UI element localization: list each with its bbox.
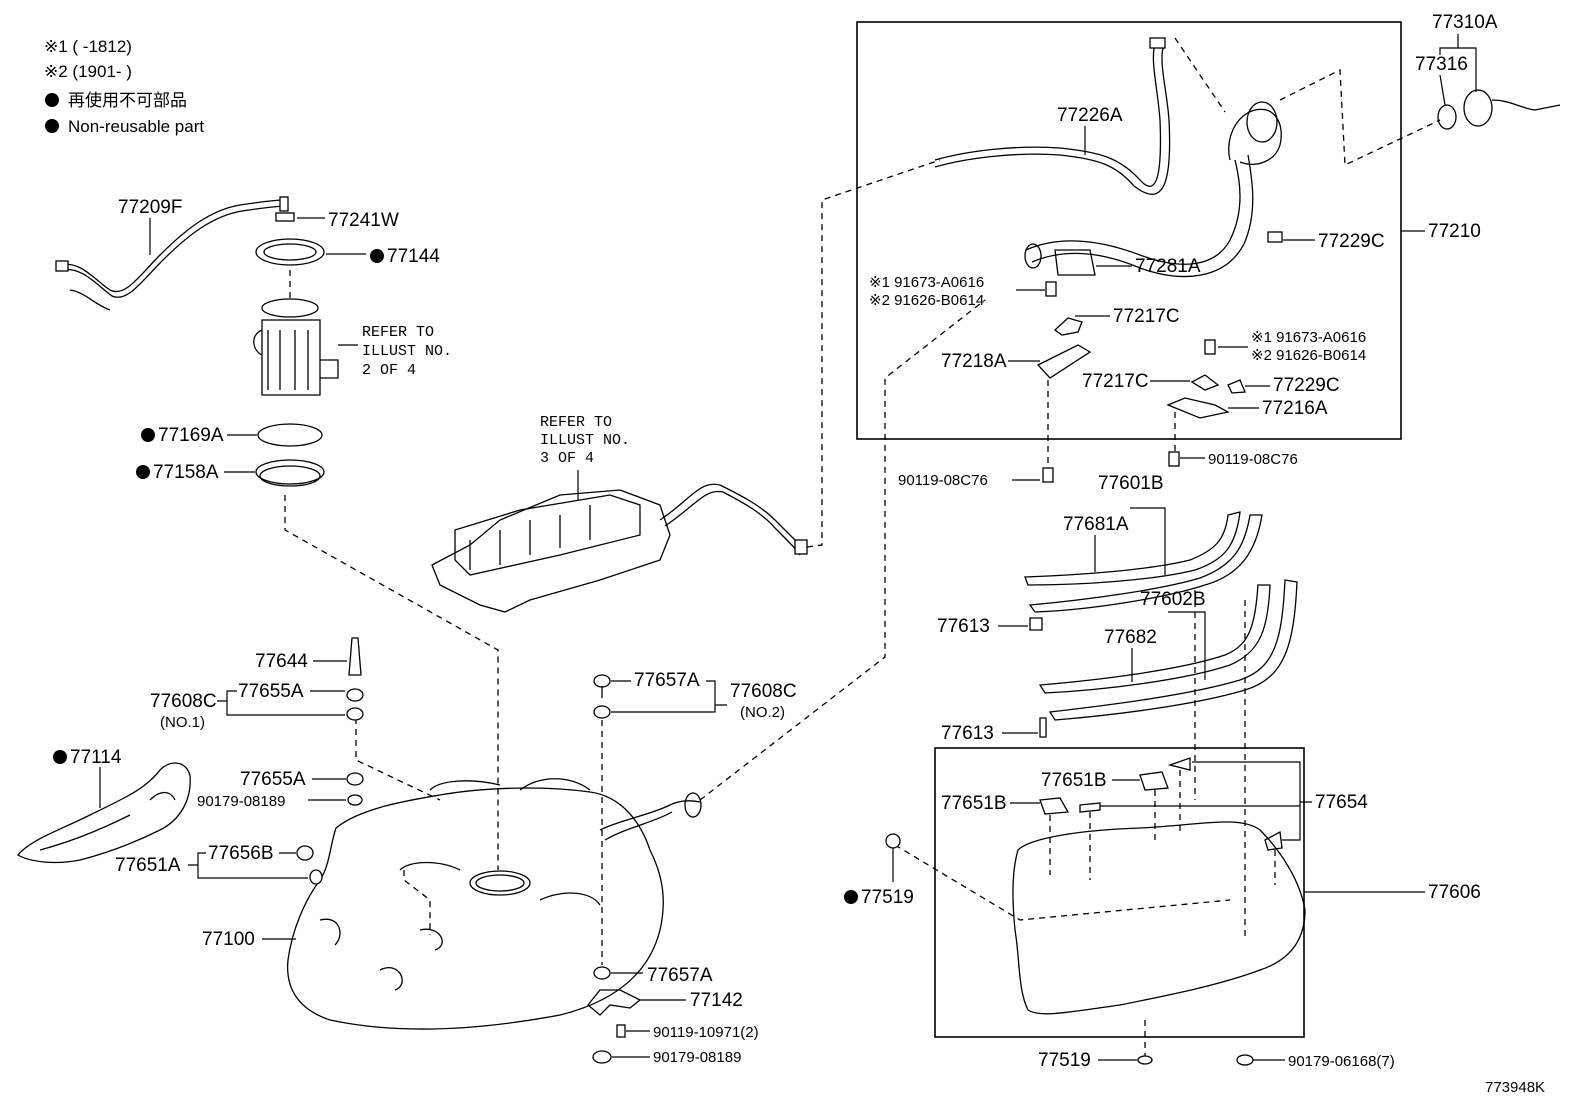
part-labels: 77209F 77241W 77144 77169A 77158A 77644 …: [53, 12, 1545, 1096]
legend-note-2: ※2 (1901- ): [44, 62, 132, 81]
part-label-77226A[interactable]: 77226A: [1057, 105, 1123, 126]
ref-text: REFER TO: [540, 414, 612, 431]
part-label-77608C-no1[interactable]: 77608C: [150, 691, 217, 712]
part-label-77655A-1[interactable]: 77655A: [238, 681, 304, 702]
part-label-91673-A0616-1[interactable]: ※1 91673-A0616: [869, 274, 984, 291]
nonreusable-bullet-icon: [370, 249, 384, 263]
part-label-91626-B0614-2[interactable]: ※2 91626-B0614: [1251, 347, 1366, 364]
legend-nonreusable-jp: 再使用不可部品: [68, 90, 187, 110]
part-label-77142[interactable]: 77142: [690, 990, 743, 1011]
part-label-77656B[interactable]: 77656B: [208, 843, 274, 864]
tank-protector-drawing: [894, 757, 1306, 1058]
gasket-drawing: [255, 423, 499, 870]
part-label-77218A[interactable]: 77218A: [941, 351, 1007, 372]
part-label-77281A[interactable]: 77281A: [1135, 256, 1201, 277]
ref-text: 2 OF 4: [362, 362, 416, 379]
part-label-77613-2[interactable]: 77613: [941, 723, 994, 744]
part-label-77241W[interactable]: 77241W: [328, 210, 399, 231]
part-label-77144[interactable]: 77144: [387, 246, 440, 267]
nonreusable-bullet-icon: [844, 890, 858, 904]
part-label-77100[interactable]: 77100: [202, 929, 255, 950]
nonreusable-bullet-icon: [136, 465, 150, 479]
canister-reference-note: REFER TO ILLUST NO. 3 OF 4: [540, 414, 630, 500]
illustration-id: 773948K: [1485, 1079, 1545, 1096]
part-label-no1: (NO.1): [160, 714, 205, 731]
legend: ※1 ( -1812) ※2 (1901- ) 再使用不可部品 Non-reus…: [44, 37, 204, 136]
part-label-77644[interactable]: 77644: [255, 651, 308, 672]
part-label-90119-08C76-2[interactable]: 90119-08C76: [1208, 451, 1298, 468]
part-label-77601B[interactable]: 77601B: [1098, 473, 1164, 494]
part-label-77654[interactable]: 77654: [1315, 792, 1368, 813]
legend-note-1: ※1 ( -1812): [44, 37, 132, 56]
nonreusable-bullet-icon: [45, 93, 59, 107]
fuel-tank-drawing: [286, 299, 986, 1030]
bracket-parts-drawing: [587, 674, 642, 1064]
nonreusable-bullet-icon: [45, 119, 59, 133]
tank-protector-box: [934, 747, 1305, 1038]
ref-text: ILLUST NO.: [540, 432, 630, 449]
part-label-77114[interactable]: 77114: [70, 747, 122, 768]
legend-nonreusable-en: Non-reusable part: [68, 117, 204, 136]
part-label-77681A[interactable]: 77681A: [1063, 514, 1129, 535]
part-label-77682[interactable]: 77682: [1104, 627, 1157, 648]
part-label-77209F[interactable]: 77209F: [118, 197, 182, 218]
part-label-77651B-1[interactable]: 77651B: [1041, 770, 1107, 791]
part-label-77310A[interactable]: 77310A: [1432, 12, 1498, 33]
part-label-77651B-2[interactable]: 77651B: [941, 793, 1007, 814]
part-label-77655A-2[interactable]: 77655A: [240, 769, 306, 790]
part-label-77608C-no2[interactable]: 77608C: [730, 681, 797, 702]
part-label-77210[interactable]: 77210: [1428, 221, 1481, 242]
tank-bands-drawing: [1024, 511, 1298, 940]
tank-small-parts-drawing: [296, 637, 364, 885]
part-label-90119-10971[interactable]: 90119-10971(2): [653, 1024, 759, 1041]
canister-reference-drawing: [431, 159, 941, 613]
fuel-cap-drawing: [1437, 89, 1561, 130]
heat-insulator-drawing: [17, 762, 191, 864]
part-label-90179-08189-2[interactable]: 90179-08189: [653, 1049, 741, 1066]
part-label-90179-06168[interactable]: 90179-06168(7): [1288, 1053, 1395, 1070]
filler-pipe-drawing: [934, 37, 1441, 470]
ref-text: 3 OF 4: [540, 450, 594, 467]
bolt-drawing: [1168, 451, 1180, 467]
nonreusable-bullet-icon: [53, 750, 67, 764]
part-label-77657A-2[interactable]: 77657A: [647, 965, 713, 986]
part-label-77217C-2[interactable]: 77217C: [1082, 371, 1149, 392]
bolt-drawing: [1042, 467, 1054, 483]
pump-reference-note: REFER TO ILLUST NO. 2 OF 4: [338, 324, 452, 379]
nonreusable-bullet-icon: [141, 428, 155, 442]
part-label-no2: (NO.2): [740, 704, 785, 721]
part-label-77519-1[interactable]: 77519: [861, 887, 914, 908]
part-label-90119-08C76-1[interactable]: 90119-08C76: [898, 472, 988, 489]
ref-text: ILLUST NO.: [362, 343, 452, 360]
part-label-77229C-2[interactable]: 77229C: [1273, 375, 1340, 396]
part-label-77613-1[interactable]: 77613: [937, 616, 990, 637]
part-label-90179-08189-1[interactable]: 90179-08189: [197, 793, 285, 810]
part-label-77519-2[interactable]: 77519: [1038, 1050, 1091, 1071]
part-label-77602B[interactable]: 77602B: [1140, 589, 1206, 610]
part-label-77169A[interactable]: 77169A: [158, 425, 224, 446]
ref-text: REFER TO: [362, 324, 434, 341]
fuel-pump-assembly-drawing: [253, 298, 339, 396]
part-label-91626-B0614-1[interactable]: ※2 91626-B0614: [869, 292, 984, 309]
part-label-77316[interactable]: 77316: [1415, 54, 1468, 75]
part-label-77229C-1[interactable]: 77229C: [1318, 231, 1385, 252]
part-label-77651A[interactable]: 77651A: [115, 855, 181, 876]
part-label-91673-A0616-2[interactable]: ※1 91673-A0616: [1251, 329, 1366, 346]
part-label-77657A-1[interactable]: 77657A: [634, 670, 700, 691]
part-label-77606[interactable]: 77606: [1428, 882, 1481, 903]
bolt-drawing: [1236, 1054, 1254, 1066]
part-label-77217C-1[interactable]: 77217C: [1113, 306, 1180, 327]
fuel-sender-wire-drawing: [55, 196, 289, 311]
clip-drawing: [1137, 1055, 1153, 1065]
fuel-pump-retainer-drawing: [255, 212, 325, 300]
clip-drawing: [885, 833, 901, 849]
part-label-77216A[interactable]: 77216A: [1262, 398, 1328, 419]
part-label-77158A[interactable]: 77158A: [153, 462, 219, 483]
